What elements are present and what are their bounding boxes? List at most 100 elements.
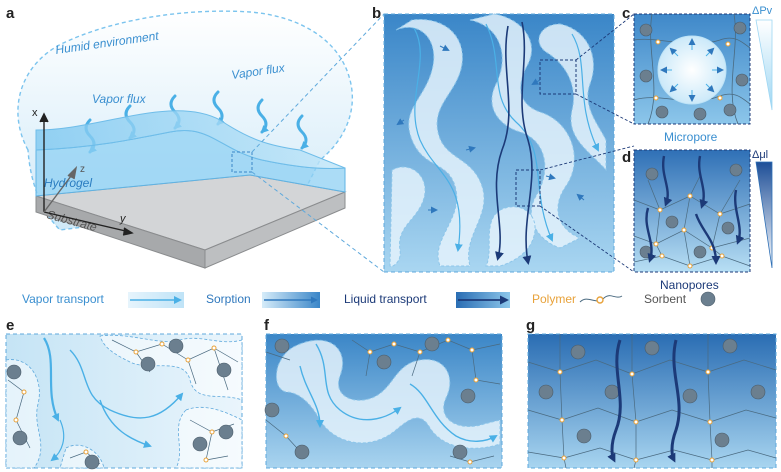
vapor-channel [538,23,607,172]
sorbent-particle [424,336,440,352]
hydrogel-top [35,110,346,170]
liquid-paths-b [495,21,533,265]
sorbent-particle [216,362,232,378]
sorption-arrow [396,118,405,126]
sorbent-particle [576,428,592,444]
legend-polymer-node [596,296,604,304]
vapor-path [69,349,184,419]
hydrogel-label: Hydrogel [44,176,92,190]
polymer-node [561,455,567,461]
sorbent-particle [665,215,679,229]
polymer-node [391,341,397,347]
polymer-node [283,433,289,439]
sorbent-particle [460,388,476,404]
sorbent-particle [721,221,735,235]
sorption-arrow [705,83,715,93]
polymer-node [717,211,723,217]
liquid-path [495,25,510,261]
sorbent-particle [639,69,653,83]
panel-b: b [372,5,615,273]
x-axis-arrowhead [39,112,49,123]
vapor-path [43,337,60,422]
chemical-potential-gradient-label: Δμl [752,149,768,161]
nanopores-label: Nanopores [660,278,719,292]
sorbent-particle [693,245,707,259]
vapor-pressure-gradient-wedge [755,19,773,111]
sorbent-particle [538,384,554,400]
polymer-node [719,253,725,259]
polymer-node [159,341,165,347]
vapor-path [571,33,600,152]
legend-polymer-symbol [579,295,623,303]
legend-liquid-transport-label: Liquid transport [344,292,427,306]
zoom-box-to-d [515,169,541,207]
sorbent-particle [735,73,749,87]
sorption-arrow [669,83,679,93]
zoom-region-box [231,151,253,173]
polymer-strand [689,175,701,197]
polymer-node [653,95,659,101]
sorption-arrow [669,47,679,57]
sorbent-particle [84,454,100,470]
vapor-flux-arrow [296,114,310,150]
sorbent-particles-f [264,336,476,460]
liquid-arrow [661,155,673,207]
polymer-node [185,357,191,363]
polymer-nodes-e [13,341,217,463]
polymer-nodes-c [653,39,731,101]
sorbent-particle [655,105,669,119]
z-axis-label: z [80,164,85,175]
liquid-arrow [645,207,657,263]
vapor-flux-arrow [212,90,226,126]
sorbent-particle [570,344,586,360]
sorbent-particle [723,103,737,117]
sorbent-particle [750,384,766,400]
polymer-node [657,207,663,213]
polymer-strand [719,179,741,215]
sorption-arrow [705,47,715,57]
axes [39,112,134,236]
zoom-box-to-c [539,59,577,95]
panel-letter-c: c [622,5,630,22]
polymer-strand [647,13,655,125]
sorbent-particle [218,424,234,440]
polymer-node [705,369,711,375]
vapor-path [485,23,554,242]
sorbent-particle [168,338,184,354]
polymer-node [717,95,723,101]
liquid-arrow [733,189,745,245]
polymer-nodes-f [283,337,479,465]
polymer-node [707,419,713,425]
polymer-node [83,449,89,455]
polymer-strand [527,447,777,461]
polymer-node [367,349,373,355]
liquid-arrows-d [645,155,745,265]
polymer-node [21,389,27,395]
vapor-path [315,343,402,421]
legend-sorbent-symbol [700,291,716,307]
polymer-node [655,39,661,45]
polymer-strand [647,179,661,211]
panel-letter-g: g [526,317,535,334]
sorbent-particle [264,402,280,418]
vapor-flux-left-label: Vapor flux [92,92,147,106]
sorbent-particle [682,388,698,404]
sorbent-particle [12,430,28,446]
panel-letter-e: e [6,317,14,334]
vapor-path [50,419,65,462]
y-axis [43,211,131,233]
polymer-node [417,349,423,355]
vapor-channel [395,19,485,267]
hydrogel-region [175,406,243,469]
sorbent-particle [722,338,738,354]
polymer-node [473,377,479,383]
sorbent-particle [644,340,660,356]
sorbent-particle [294,444,310,460]
panel-c: c [622,5,773,144]
polymer-node [659,253,665,259]
z-axis-arrowhead [67,165,78,180]
vapor-flux-arrow [256,98,270,134]
legend-sorption-label: Sorption [206,292,251,306]
zoom-lines-a-b [251,13,385,273]
